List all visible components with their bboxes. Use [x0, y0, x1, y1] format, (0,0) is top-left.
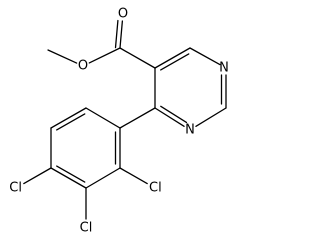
- single-bond-C2-N3: [195, 107, 227, 127]
- bonds-layer: [23, 19, 227, 220]
- single-bond-Ar2-Ar3: [85, 167, 121, 189]
- double-bond-N3-C4-inner: [160, 105, 188, 124]
- single-bond-C4-Ar1: [119, 107, 156, 129]
- double-bond-N3-C4: [154, 107, 185, 127]
- double-bond-C5-C6-inner: [160, 53, 190, 71]
- double-bond-C_carbonyl-O_carbonyl: [119, 20, 124, 49]
- double-bond-Ar5-Ar6-inner: [56, 113, 86, 131]
- single-bond-C_carbonyl-O_ester: [88, 47, 121, 64]
- atom-label-cl-3: Cl: [80, 221, 93, 236]
- atom-label-o-ester: O: [78, 59, 88, 74]
- single-bond-C_carbonyl-C5: [119, 47, 156, 69]
- double-bond-Ar3-Ar4-inner: [56, 165, 86, 183]
- atom-label-o-carbonyl: O: [118, 7, 128, 22]
- double-bond-Ar3-Ar4: [50, 167, 87, 189]
- atom-label-n3: N: [185, 123, 195, 138]
- single-bond-Ar4-Cl_4: [23, 167, 52, 185]
- atom-label-cl-4: Cl: [9, 181, 22, 196]
- double-bond-C_carbonyl-O_carbonyl-second: [114, 19, 119, 49]
- double-bond-C5-C6: [154, 47, 191, 69]
- single-bond-C6-N1: [189, 47, 221, 66]
- atom-label-cl-2: Cl: [149, 181, 162, 196]
- single-bond-Ar2-Cl_2: [119, 167, 148, 185]
- single-bond-O_ester-C_methyl: [47, 49, 78, 64]
- atom-label-n1: N: [219, 61, 229, 76]
- double-bond-Ar5-Ar6: [50, 107, 87, 129]
- single-bond-Ar6-Ar1: [85, 107, 121, 129]
